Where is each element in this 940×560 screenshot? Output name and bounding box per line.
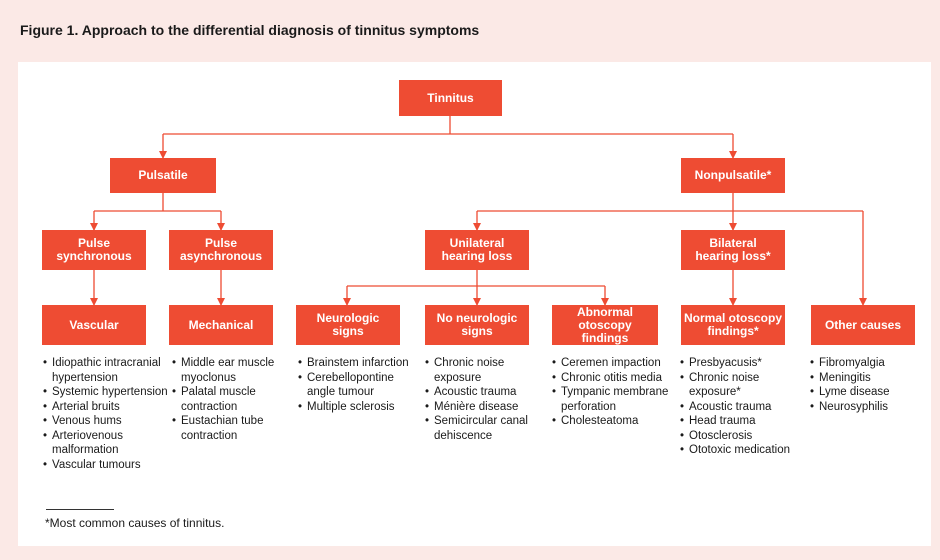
cause-item: Otosclerosis	[680, 429, 792, 444]
cause-item: Venous hums	[43, 414, 171, 429]
connector-nonpulsatile	[477, 193, 863, 212]
cause-item: Chronic otitis media	[552, 371, 676, 386]
node-pulse-synchronous: Pulse synchronous	[42, 230, 146, 270]
list-mechanical-causes: Middle ear muscle myoclonusPalatal muscl…	[172, 356, 287, 443]
figure-title: Figure 1. Approach to the differential d…	[20, 22, 479, 38]
node-neurologic-signs: Neurologic signs	[296, 305, 400, 345]
cause-item: Systemic hypertension	[43, 385, 171, 400]
cause-item: Acoustic trauma	[425, 385, 543, 400]
list-neurologic-signs-causes: Brainstem infarctionCerebellopontine ang…	[298, 356, 418, 414]
node-vascular: Vascular	[42, 305, 146, 345]
node-unilateral-hearing-loss: Unilateral hearing loss	[425, 230, 529, 270]
list-no-neurologic-signs-causes: Chronic noise exposureAcoustic traumaMén…	[425, 356, 543, 443]
connector-tinnitus	[163, 116, 733, 135]
cause-item: Chronic noise exposure	[425, 356, 543, 385]
node-other-causes: Other causes	[811, 305, 915, 345]
node-no-neurologic-signs: No neurologic signs	[425, 305, 529, 345]
node-bilateral-hearing-loss: Bilateral hearing loss*	[681, 230, 785, 270]
cause-item: Head trauma	[680, 414, 792, 429]
cause-item: Vascular tumours	[43, 458, 171, 473]
node-nonpulsatile: Nonpulsatile*	[681, 158, 785, 193]
cause-item: Ototoxic medication	[680, 443, 792, 458]
cause-item: Ménière disease	[425, 400, 543, 415]
cause-item: Tympanic membrane perforation	[552, 385, 676, 414]
node-abnormal-otoscopy-findings: Abnormal otoscopy findings	[552, 305, 658, 345]
cause-item: Presbyacusis*	[680, 356, 792, 371]
cause-item: Idiopathic intracranial hypertension	[43, 356, 171, 385]
cause-item: Multiple sclerosis	[298, 400, 418, 415]
cause-item: Lyme disease	[810, 385, 922, 400]
node-pulse-asynchronous: Pulse asynchronous	[169, 230, 273, 270]
cause-item: Cerebellopontine angle tumour	[298, 371, 418, 400]
cause-item: Brainstem infarction	[298, 356, 418, 371]
cause-item: Chronic noise exposure*	[680, 371, 792, 400]
figure-label: Figure 1.	[20, 22, 79, 38]
node-normal-otoscopy-findings: Normal otoscopy findings*	[681, 305, 785, 345]
list-other-causes: FibromyalgiaMeningitisLyme diseaseNeuros…	[810, 356, 922, 414]
cause-item: Ceremen impaction	[552, 356, 676, 371]
cause-item: Fibromyalgia	[810, 356, 922, 371]
footnote: *Most common causes of tinnitus.	[45, 516, 225, 530]
cause-item: Eustachian tube contraction	[172, 414, 287, 443]
cause-item: Meningitis	[810, 371, 922, 386]
node-mechanical: Mechanical	[169, 305, 273, 345]
footnote-divider	[46, 509, 114, 510]
cause-item: Cholesteatoma	[552, 414, 676, 429]
list-vascular-causes: Idiopathic intracranial hypertensionSyst…	[43, 356, 171, 472]
figure-title-text: Approach to the differential diagnosis o…	[81, 22, 480, 38]
cause-item: Acoustic trauma	[680, 400, 792, 415]
cause-item: Arterial bruits	[43, 400, 171, 415]
list-normal-otoscopy-causes: Presbyacusis*Chronic noise exposure*Acou…	[680, 356, 792, 458]
cause-item: Arteriovenous malformation	[43, 429, 171, 458]
node-pulsatile: Pulsatile	[110, 158, 216, 193]
node-tinnitus: Tinnitus	[399, 80, 502, 116]
connector-pulsatile	[94, 193, 221, 212]
connector-unilateral	[347, 270, 605, 287]
list-abnormal-otoscopy-causes: Ceremen impactionChronic otitis mediaTym…	[552, 356, 676, 429]
cause-item: Semicircular canal dehiscence	[425, 414, 543, 443]
cause-item: Middle ear muscle myoclonus	[172, 356, 287, 385]
cause-item: Palatal muscle contraction	[172, 385, 287, 414]
cause-item: Neurosyphilis	[810, 400, 922, 415]
